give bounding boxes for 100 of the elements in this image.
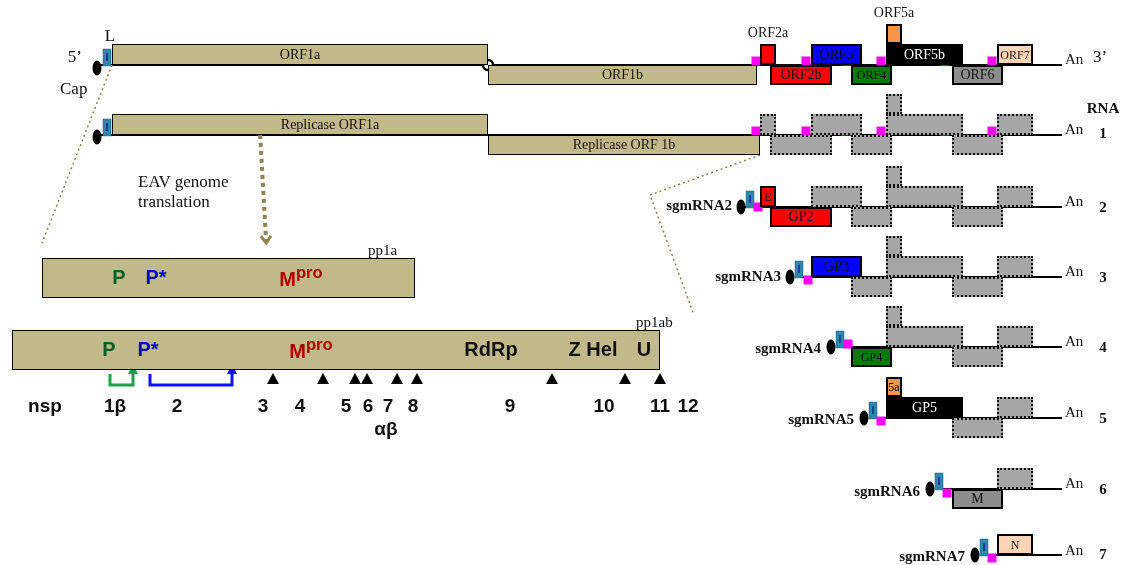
- polyprotein-label: pp1ab: [636, 315, 673, 330]
- orf-box: Replicase ORF 1b: [488, 135, 760, 155]
- nsp-number: 6: [362, 395, 374, 415]
- nsp-number: 4: [294, 395, 306, 415]
- end-label: 5’: [67, 47, 82, 65]
- orf-box: GP5: [886, 397, 963, 418]
- rna-name: sgmRNA6: [854, 483, 920, 499]
- rna-number: 4: [1099, 339, 1107, 355]
- nsp-label: nsp: [28, 395, 62, 415]
- edge-label: EAV genome translation: [138, 172, 230, 213]
- polya-label: An: [1065, 475, 1084, 491]
- rna-number: 3: [1099, 269, 1107, 285]
- orf-box: ORF1b: [488, 65, 757, 85]
- dotted-orf-box: [770, 135, 832, 155]
- dotted-orf-box: [886, 326, 963, 347]
- orf-label: ORF5a: [873, 6, 915, 20]
- dotted-orf-box: [851, 207, 892, 227]
- dotted-orf-box: [952, 347, 1003, 367]
- dotted-orf-box: [886, 306, 902, 326]
- dotted-orf-box: [997, 397, 1033, 418]
- orf-box: Replicase ORF1a: [112, 114, 488, 135]
- domain-label: U: [636, 339, 652, 359]
- dotted-orf-box: [851, 135, 892, 155]
- orf-box: N: [997, 534, 1033, 555]
- dotted-orf-box: [886, 114, 963, 135]
- dotted-orf-box: [952, 418, 1003, 438]
- nsp-number: 3: [257, 395, 269, 415]
- arrow: [258, 134, 273, 245]
- orf-box: M: [952, 489, 1003, 509]
- dotted-orf-box: [886, 236, 902, 256]
- nsp-number: 8: [407, 395, 419, 415]
- rna-name: sgmRNA7: [899, 548, 965, 564]
- orf-box: ORF4: [851, 65, 892, 85]
- dotted-orf-box: [952, 135, 1003, 155]
- rna-number: 7: [1099, 546, 1107, 562]
- polya-label: An: [1065, 542, 1084, 558]
- orf-box: ORF7: [997, 44, 1033, 65]
- dotted-orf-box: [811, 186, 862, 207]
- polya-label: An: [1065, 193, 1084, 209]
- orf-box: ORF3: [811, 44, 862, 65]
- dotted-orf-box: [851, 277, 892, 297]
- dotted-orf-box: [997, 186, 1033, 207]
- domain-label: M$^{pro}$: [279, 265, 323, 289]
- orf-box: GP4: [851, 347, 892, 367]
- nsp-number: 10: [593, 395, 615, 415]
- nsp-number: 5: [340, 395, 352, 415]
- polya-label: An: [1065, 51, 1084, 67]
- nsp-number: 9: [504, 395, 516, 415]
- nsp-number: 2: [171, 395, 183, 415]
- domain-label: P*: [137, 339, 159, 359]
- polyprotein-label: pp1a: [368, 243, 398, 258]
- orf-box: ORF2b: [770, 65, 832, 85]
- orf-box: ORF5b: [886, 44, 963, 65]
- orf-box: E: [760, 186, 776, 207]
- dotted-orf-box: [886, 186, 963, 207]
- connector-line: [41, 64, 113, 244]
- dotted-orf-box: [811, 114, 862, 135]
- orf-label: ORF2a: [747, 26, 789, 40]
- end-label: 3’: [1093, 47, 1108, 65]
- rna-name: sgmRNA3: [715, 268, 781, 284]
- domain-label: M$^{pro}$: [289, 337, 333, 361]
- nsp-number: 12: [677, 395, 699, 415]
- cap-label: Cap: [60, 79, 88, 97]
- dotted-orf-box: [886, 256, 963, 277]
- nsp-number: 1β: [103, 395, 127, 415]
- dotted-orf-box: [886, 166, 902, 186]
- dotted-orf-box: [886, 94, 902, 114]
- orf-box: 5a: [886, 377, 902, 397]
- orf-box: GP2: [770, 207, 832, 227]
- rna-number: 6: [1099, 481, 1107, 497]
- polya-label: An: [1065, 404, 1084, 420]
- rna-name: sgmRNA5: [788, 411, 854, 427]
- dotted-orf-box: [760, 114, 776, 135]
- domain-label: P: [102, 339, 116, 359]
- rna-number: 1: [1099, 125, 1107, 141]
- dotted-orf-box: [952, 277, 1003, 297]
- polya-label: An: [1065, 333, 1084, 349]
- dotted-orf-box: [997, 326, 1033, 347]
- polya-label: An: [1065, 121, 1084, 137]
- leader-label: L: [104, 26, 116, 44]
- polya-label: An: [1065, 263, 1084, 279]
- nsp-number: αβ: [374, 418, 398, 438]
- column-heading: RNA: [1086, 100, 1120, 116]
- domain-label: RdRp: [464, 339, 518, 359]
- dotted-orf-box: [952, 207, 1003, 227]
- orf-box: ORF6: [952, 65, 1003, 85]
- rna-name: sgmRNA4: [755, 340, 821, 356]
- dotted-orf-box: [997, 256, 1033, 277]
- rna-number: 2: [1099, 199, 1107, 215]
- rna-name: sgmRNA2: [666, 197, 732, 213]
- orf-box: ORF1a: [112, 44, 488, 65]
- nsp-number: 11: [649, 395, 671, 415]
- orf-box: GP3: [811, 256, 862, 277]
- dotted-orf-box: [997, 468, 1033, 489]
- domain-label: P*: [145, 267, 167, 287]
- domain-label: Z Hel: [568, 339, 618, 359]
- domain-label: P: [112, 267, 126, 287]
- rna-number: 5: [1099, 410, 1107, 426]
- nsp-number: 7: [382, 395, 394, 415]
- dotted-orf-box: [997, 114, 1033, 135]
